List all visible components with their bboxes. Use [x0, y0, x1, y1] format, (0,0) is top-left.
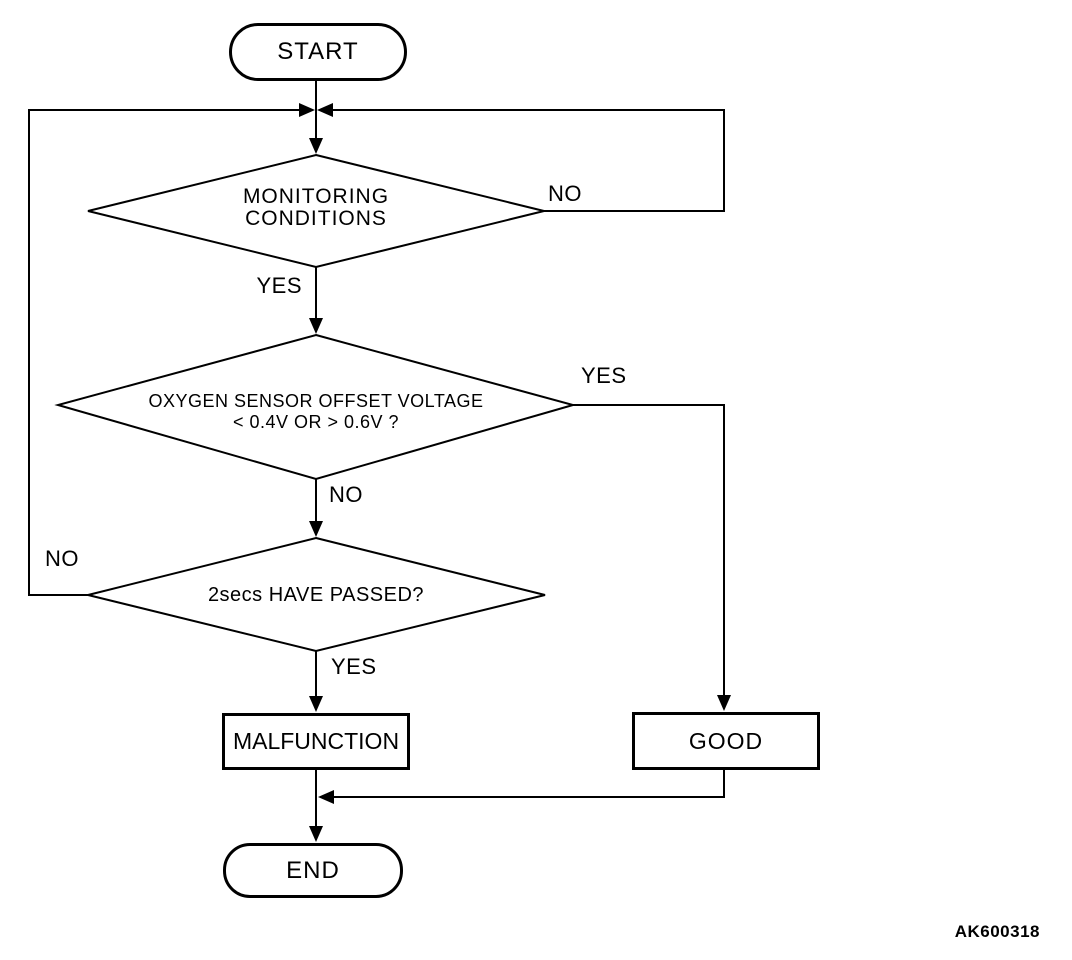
edge-label-monitoring-yes: YES: [256, 273, 302, 298]
node-malfunction: MALFUNCTION: [222, 713, 410, 770]
edge-oxygen-yes-to-good: [573, 404, 725, 697]
decision-monitoring-conditions-shape: [87, 153, 545, 269]
node-good: GOOD: [632, 712, 820, 770]
node-start-label: START: [277, 38, 359, 65]
arrowhead-into-end: [309, 826, 323, 842]
node-start: START: [229, 23, 407, 81]
edge-label-passed-no: NO: [45, 546, 79, 571]
arrowhead-junction-from-left-loop: [299, 103, 315, 117]
arrowhead-merge-from-good: [318, 790, 334, 804]
decision-2secs-passed-shape: [87, 536, 546, 653]
edge-label-monitoring-no: NO: [548, 181, 582, 206]
arrowhead-into-oxygen: [309, 318, 323, 334]
arrowhead-into-monitoring: [309, 138, 323, 154]
arrowhead-into-passed: [309, 521, 323, 537]
node-end: END: [223, 843, 403, 898]
node-malfunction-label: MALFUNCTION: [232, 728, 400, 754]
edge-label-passed-yes: YES: [331, 654, 377, 679]
node-end-label: END: [286, 856, 340, 884]
edge-label-oxygen-yes: YES: [581, 363, 627, 388]
decision-oxygen-offset-voltage-shape: [54, 333, 577, 481]
edge-label-oxygen-no: NO: [329, 482, 363, 507]
arrowhead-into-good: [717, 695, 731, 711]
arrowhead-into-malfunction: [309, 696, 323, 712]
edge-monitoring-no-loop: [332, 109, 725, 212]
edge-good-to-merge: [334, 770, 725, 798]
node-good-label: GOOD: [688, 727, 764, 754]
arrowhead-junction-from-right-loop: [317, 103, 333, 117]
figure-code: AK600318: [954, 922, 1040, 941]
edge-passed-no-loop: [28, 109, 300, 596]
